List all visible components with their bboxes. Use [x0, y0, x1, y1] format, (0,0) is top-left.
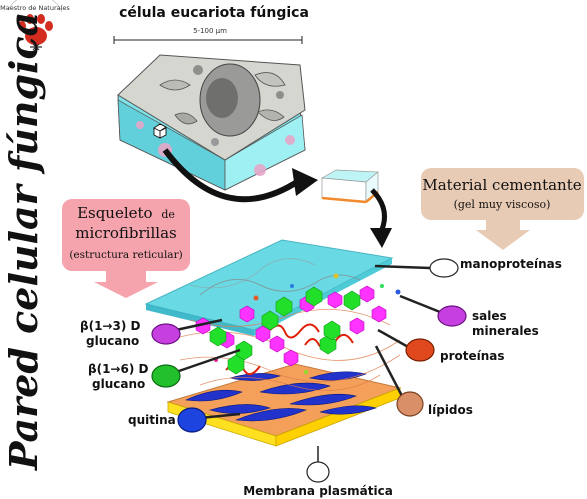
pointer-membrana	[306, 446, 330, 483]
label-b16-line1: β(1→6) D	[88, 362, 148, 376]
fungal-cell-illustration	[117, 54, 306, 191]
pointer-b16-glucan	[151, 348, 241, 388]
label-b13-line1: β(1→3) D	[80, 319, 140, 333]
zoom-arrow-head	[292, 168, 318, 196]
cement-note: (gel muy viscoso)	[454, 198, 551, 211]
zoom-arrow	[162, 148, 302, 203]
pointer-b13-glucan	[151, 318, 223, 345]
label-manoproteinas: manoproteínas	[460, 257, 562, 271]
skeleton-title-suffix: de	[161, 208, 175, 221]
pointer-proteinas	[377, 328, 435, 362]
paw-icon	[18, 14, 53, 45]
zoomed-cube	[320, 169, 379, 204]
glucan-b16-hexagons	[209, 286, 361, 375]
label-b16-line2: glucano	[92, 377, 145, 391]
pointer-quitina	[177, 407, 241, 433]
skeleton-subtitle: microfibrillas	[75, 224, 176, 242]
mineral-dots	[214, 273, 401, 374]
label-proteinas: proteínas	[440, 349, 505, 363]
skeleton-title: Esqueleto	[77, 204, 153, 222]
cube-arrow-head	[370, 228, 392, 248]
scale-bar	[113, 36, 303, 44]
cube-marker	[153, 123, 167, 139]
cement-callout: Material cementante (gel muy viscoso)	[421, 168, 584, 250]
logo-text: Maestro de Naturales	[0, 4, 70, 12]
pointer-sales	[399, 294, 467, 327]
label-sales-2: minerales	[472, 324, 539, 338]
label-b13-line2: glucano	[86, 334, 139, 348]
label-sales-1: sales	[472, 309, 507, 323]
cell-title: célula eucariota fúngica	[119, 5, 309, 21]
logo-arc	[7, 0, 63, 13]
label-quitina: quitina	[128, 413, 176, 427]
pointer-lipidos	[374, 345, 424, 417]
chitin-fibers	[184, 371, 378, 422]
scale-label: 5-100 μm	[193, 27, 227, 35]
skeleton-callout: Esqueleto de microfibrillas (estructura …	[62, 199, 190, 298]
logo: Maestro de Naturales	[0, 0, 70, 51]
tools-icon	[30, 43, 42, 51]
label-membrana: Membrana plasmática	[243, 484, 393, 498]
label-lipidos: lípidos	[428, 403, 473, 417]
svg-text:Esqueleto de: Esqueleto de	[77, 204, 175, 222]
cement-title: Material cementante	[422, 176, 581, 194]
glucan-b13-hexagons	[195, 285, 387, 367]
pointer-manoproteinas	[374, 258, 459, 278]
page-title: Pared celular fúngica	[1, 12, 46, 471]
skeleton-note: (estructura reticular)	[69, 249, 182, 261]
